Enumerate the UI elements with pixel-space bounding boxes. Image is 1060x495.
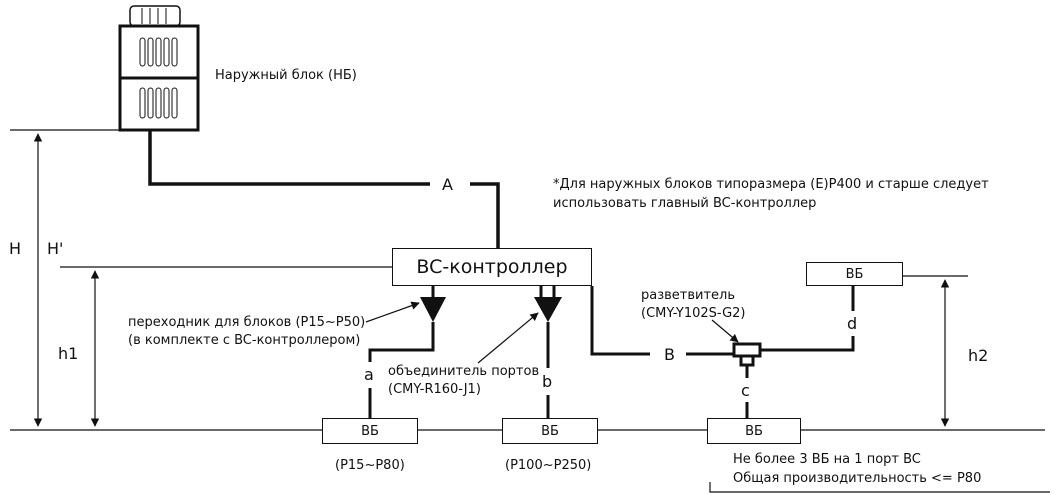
note-line-2: использовать главный BC-контроллер: [553, 196, 817, 211]
pipe-B-label: B: [664, 345, 675, 364]
height-h1-label: h1: [58, 344, 79, 363]
indoor-unit-2-caption: (P100~P250): [505, 458, 592, 473]
branch-tee-icon: [732, 342, 762, 367]
port-limit-line-1: Не более 3 ВБ на 1 порт BC: [733, 452, 921, 467]
note-line-1: *Для наружных блоков типоразмера (E)P400…: [553, 177, 989, 192]
pipe-d-lower: [760, 336, 855, 352]
outdoor-unit-label: Наружный блок (НБ): [215, 68, 357, 83]
adapter-triangle-icon: [420, 297, 446, 322]
indoor-unit-label: ВБ: [361, 423, 379, 439]
outdoor-unit-icon: [118, 5, 200, 132]
port-limit-line-2: Общая производительность <= P80: [733, 471, 982, 486]
joiner-pointer-arrow: [477, 312, 539, 364]
port-limit-bracket: [709, 482, 1050, 493]
pipe-d-label: d: [847, 314, 858, 333]
indoor-unit-box-1: ВБ: [322, 418, 418, 444]
adapter-label-line-2: (в комплекте с BC-контроллером): [128, 333, 361, 348]
adapter-label-line-1: переходник для блоков (P15~P50): [128, 315, 366, 330]
bc-controller-label: BC-контроллер: [416, 256, 568, 278]
height-h2-label: h2: [968, 346, 989, 365]
pipe-A: [148, 130, 500, 248]
height-H-label: H: [9, 239, 22, 258]
pipe-A-label: A: [442, 175, 453, 194]
height-H-prime-label: H': [47, 239, 64, 258]
pipe-a-label: a: [364, 365, 374, 384]
indoor-unit-box-3: ВБ: [707, 418, 801, 444]
joiner-label-line-2: (CMY-R160-J1): [388, 382, 481, 397]
indoor-unit-label: ВБ: [541, 423, 559, 439]
indoor-unit-label: ВБ: [745, 423, 763, 439]
bc-controller-box: BC-контроллер: [392, 248, 592, 286]
indoor-unit-box-2: ВБ: [502, 418, 598, 444]
adapter-pointer-arrow: [365, 301, 420, 323]
adapter-pipe: [368, 322, 435, 362]
joiner-label-line-1: объединитель портов: [388, 364, 540, 379]
pipe-b-label: b: [542, 372, 553, 391]
indoor-unit-box-4: ВБ: [806, 262, 903, 286]
pipe-c-label: c: [741, 381, 750, 400]
joiner-triangle-icon: [534, 297, 562, 322]
indoor-unit-1-caption: (P15~P80): [335, 458, 405, 473]
indoor-unit-label: ВБ: [845, 266, 864, 282]
branch-label-line-1: разветвитель: [641, 288, 736, 303]
branch-label-line-2: (CMY-Y102S-G2): [641, 306, 746, 321]
branch-pointer-arrow: [711, 319, 739, 343]
